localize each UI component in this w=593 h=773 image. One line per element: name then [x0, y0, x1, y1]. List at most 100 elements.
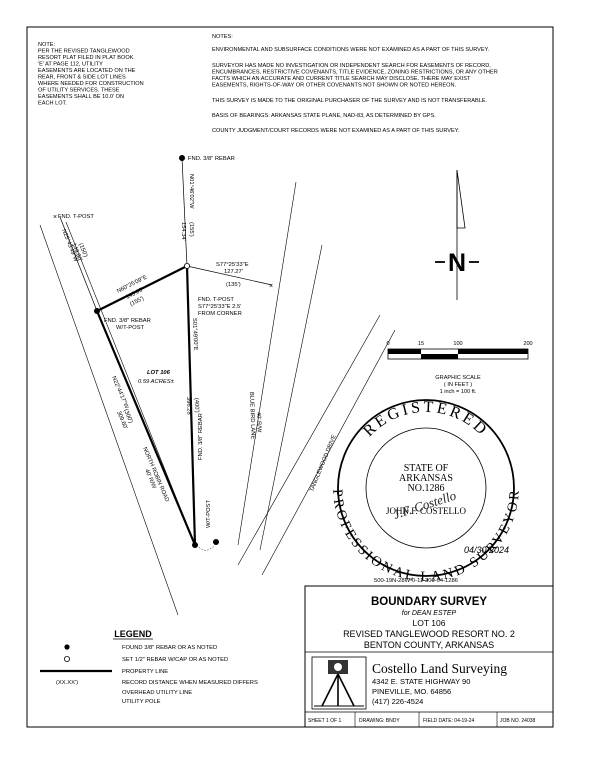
- company-address-line: PINEVILLE, MO. 64856: [372, 687, 451, 696]
- legend-symbol-found-rebar: [64, 644, 70, 650]
- tie-lines: [59, 157, 273, 312]
- note-left-line: 'E' AT PAGE 112, UTILITY: [38, 62, 103, 68]
- record-east: (135'): [226, 282, 241, 288]
- note-left: NOTE: PER THE REVISED TANGLEWOOD RESORT …: [38, 42, 144, 107]
- tie-line-road: [59, 216, 98, 312]
- general-notes: NOTES: ENVIRONMENTAL AND SUBSURFACE COND…: [212, 34, 498, 134]
- survey-title: BOUNDARY SURVEY: [371, 596, 487, 608]
- robin-road-west-line: [39, 224, 179, 616]
- record-east-side: (400'): [193, 398, 200, 413]
- note-line: COUNTY JUDGMENT/COURT RECORDS WERE NOT E…: [212, 128, 460, 134]
- sheet-number: SHEET 1 OF 1: [308, 718, 341, 724]
- survey-county: BENTON COUNTY, ARKANSAS: [364, 640, 494, 650]
- legend-item-label: SET 1/2" REBAR W/CAP OR AS NOTED: [122, 657, 228, 663]
- logo-tripod-leg: [337, 673, 355, 707]
- logo-tripod-leg: [321, 673, 339, 707]
- tanglewood-drive-label: TANGLEWOOD DRIVE: [309, 434, 337, 493]
- seal-state-line: ARKANSAS: [399, 473, 453, 484]
- tpost-corner-line: S77°25'33"E 2.5': [198, 304, 241, 310]
- tie-line-east: [186, 265, 273, 286]
- survey-subdivision: REVISED TANGLEWOOD RESORT NO. 2: [343, 629, 515, 639]
- property-line-north: [96, 265, 188, 312]
- surveyor-seal: REGISTERED PROFESSIONAL LAND SURVEYOR ST…: [329, 399, 521, 585]
- scale-bar-segment: [388, 349, 421, 354]
- found-rebar-marker: [213, 539, 219, 545]
- title-block-frame: [304, 585, 554, 728]
- tripod-logo-icon: [311, 656, 367, 710]
- found-rebar-marker: [192, 542, 198, 548]
- scale-tick-label: 200: [523, 341, 532, 347]
- scale-caption: GRAPHIC SCALE: [435, 375, 481, 381]
- record-north: (155'): [188, 222, 194, 237]
- property-line-west: [95, 310, 197, 546]
- distance-north: 154.34': [180, 222, 186, 241]
- scale-tick-label: 15: [418, 341, 424, 347]
- distance-east-side: 396.28': [185, 397, 192, 416]
- legend-item-label: OVERHEAD UTILITY LINE: [122, 690, 192, 696]
- drawing-name: DRAWING: BNDY: [359, 718, 400, 724]
- property-line-east: [185, 265, 197, 546]
- bearing-north: N01°46'02"W: [188, 174, 194, 209]
- blue-bird-west-line: [237, 181, 297, 546]
- north-arrow-letter: N: [448, 249, 466, 277]
- seal-top-text-path: REGISTERED: [360, 399, 489, 440]
- corner-arc: [196, 544, 215, 551]
- t-post-x-marker: ×: [53, 214, 57, 221]
- property-lines: [95, 265, 197, 546]
- legend-item-label: UTILITY POLE: [122, 699, 161, 705]
- scale-tick-label: 100: [453, 341, 462, 347]
- tpost-corner-line: FROM CORNER: [198, 311, 242, 317]
- note-left-line: EASEMENTS SHALL BE 10.0' ON: [38, 94, 124, 100]
- scale-bar-segment: [458, 349, 528, 354]
- note-line: EASEMENTS, RIGHTS-OF-WAY OR OTHER COVENA…: [212, 83, 457, 89]
- legend-item-label: RECORD DISTANCE WHEN MEASURED DIFFERS: [122, 680, 258, 686]
- note-left-line: OF UTILITY SERVICES. THESE: [38, 88, 120, 94]
- notes-heading: NOTES:: [212, 34, 233, 40]
- title-block: [304, 585, 554, 728]
- note-line: SURVEYOR HAS MADE NO INVESTIGATION OR IN…: [212, 63, 491, 69]
- north-arrow: N: [435, 169, 479, 300]
- company-name: Costello Land Surveying: [372, 661, 507, 676]
- note-line: BASIS OF BEARINGS: ARKANSAS STATE PLANE,…: [212, 113, 436, 119]
- note-line: ENVIRONMENTAL AND SUBSURFACE CONDITIONS …: [212, 47, 490, 53]
- parcel-id: 500-19N-28W-0-11-300-04-1286: [374, 578, 458, 584]
- job-number: JOB NO. 24038: [500, 718, 536, 724]
- seal-name: JOHN F. COSTELLO: [386, 506, 467, 516]
- right-of-way-lines: [39, 181, 396, 616]
- blue-bird-label-line: 40' R/W: [255, 412, 262, 433]
- rebar-bottom-line: FND. 3/8" REBAR: [198, 413, 204, 460]
- scale-caption: 1 inch = 100 ft.: [440, 389, 477, 395]
- lot-acres: 0.59 ACRES±: [138, 379, 174, 385]
- note-left-line: REAR, FRONT & SIDE LOT LINES: [38, 75, 126, 81]
- rebar-tpost-line: FND. 3/8" REBAR: [104, 318, 151, 324]
- note-line: FACTS WHICH AN ACCURATE AND CURRENT TITL…: [212, 76, 471, 82]
- title-block-text: BOUNDARY SURVEY for DEAN ESTEP LOT 106 R…: [308, 596, 536, 724]
- rebar-bottom-line: W/T-POST: [206, 500, 212, 528]
- fnd-tpost-left-label: FND. T-POST: [58, 214, 94, 220]
- record-sw: (300'): [122, 408, 133, 424]
- north-arrow-shape: [456, 169, 466, 229]
- note-left-line: EASEMENTS ARE LOCATED ON THE: [38, 68, 136, 74]
- tie-line-north: [181, 157, 188, 267]
- seal-state-line: NO.1286: [408, 483, 445, 494]
- note-left-line: RESORT PLAT FILED IN PLAT BOOK: [38, 55, 134, 61]
- logo-lens: [334, 663, 342, 671]
- tanglewood-east-line: [261, 329, 396, 576]
- fnd-rebar-top-label: FND. 3/8" REBAR: [188, 156, 235, 162]
- note-left-line: EACH LOT.: [38, 101, 67, 107]
- seal-inner-ring: [365, 427, 487, 549]
- company-address-line: 4342 E. STATE HIGHWAY 90: [372, 677, 470, 686]
- bearing-east: S77°25'33"E: [216, 262, 249, 268]
- blue-bird-label-line: BLUE BIRD LANE: [248, 392, 256, 440]
- note-left-line: PER THE REVISED TANGLEWOOD: [38, 49, 130, 55]
- tanglewood-west-line: [237, 314, 381, 566]
- seal-top-text: REGISTERED: [360, 399, 492, 440]
- set-rebar-marker: [183, 262, 190, 269]
- seal-outer-ring: [337, 399, 515, 577]
- legend-item-label: PROPERTY LINE: [122, 669, 168, 675]
- graphic-scale: 0 15 100 200 GRAPHIC SCALE ( IN FEET ) 1…: [386, 341, 532, 395]
- scale-bar-segment: [421, 354, 458, 359]
- lot-label: LOT 106: [147, 370, 171, 376]
